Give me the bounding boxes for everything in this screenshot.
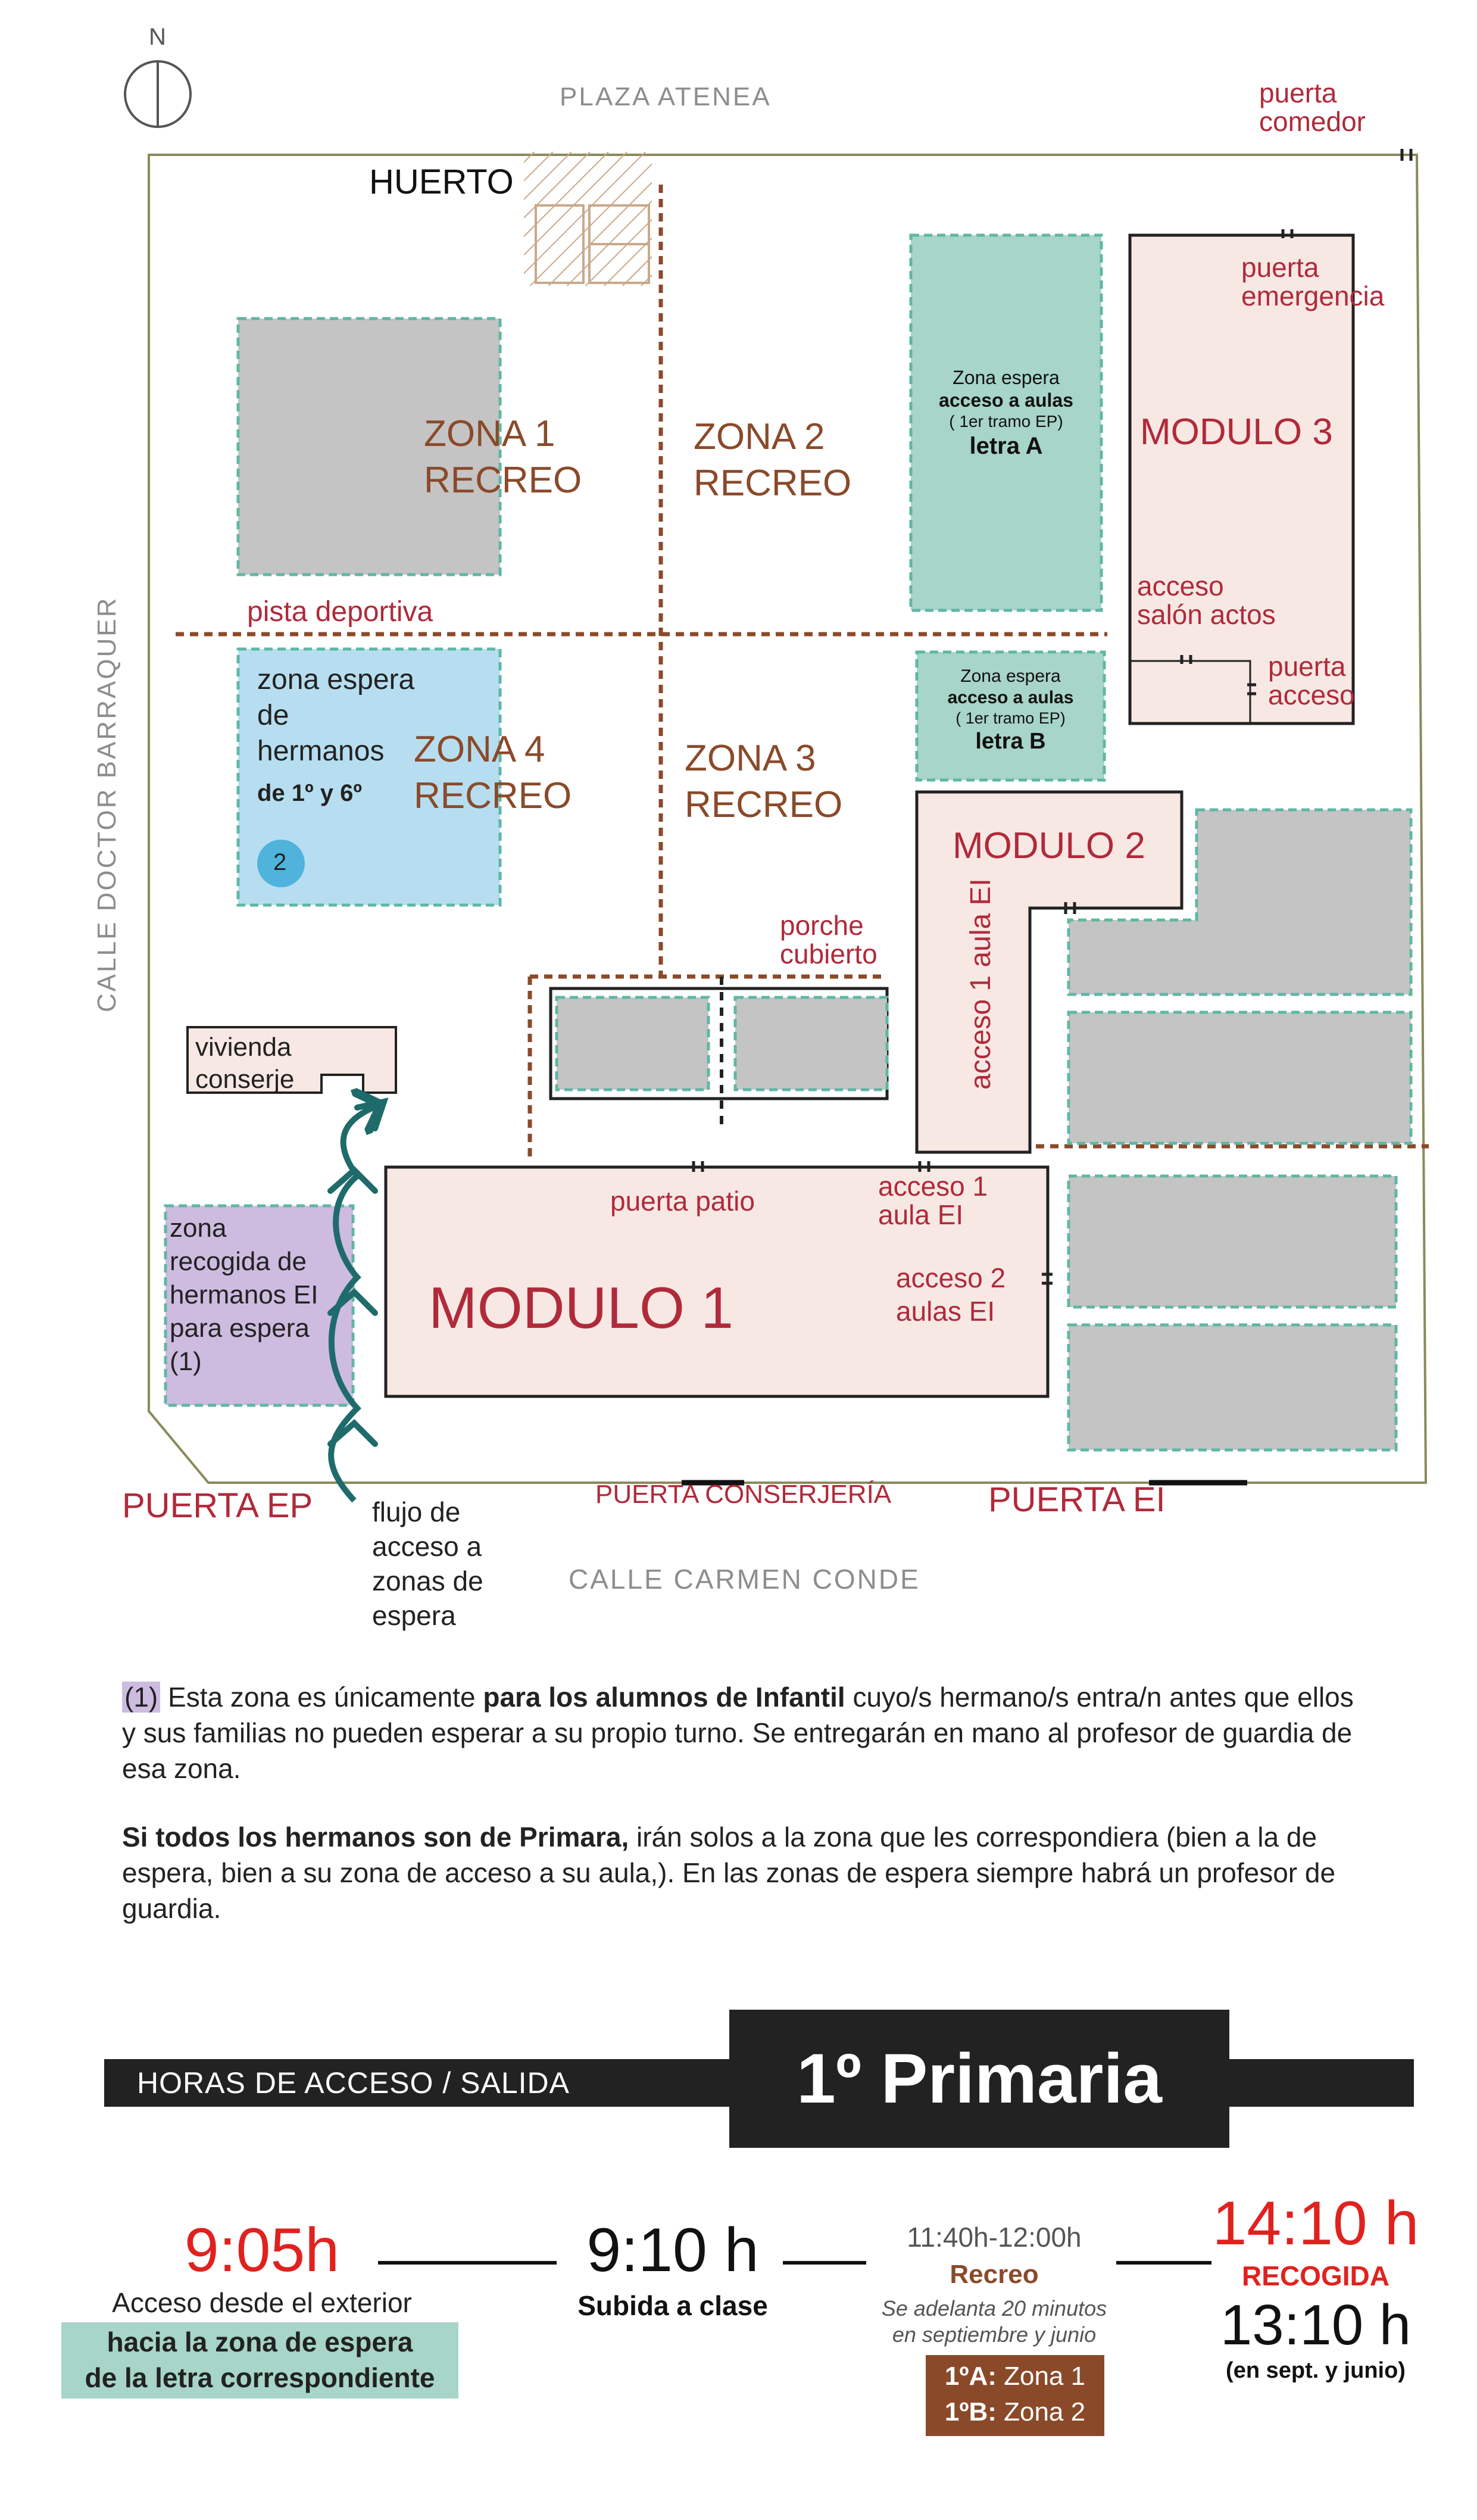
- flujo-label: flujo de acceso a zonas de espera: [372, 1496, 483, 1631]
- recreo-zone-1a: 1ºA: Zona 1: [944, 2362, 1086, 2391]
- espera-hermanos-label: zona espera de hermanos de 1º y 6º: [257, 664, 415, 806]
- grey-block-right-1: [1067, 808, 1413, 996]
- recreo-dividers: [176, 185, 1429, 1161]
- modulo3-building: [1128, 233, 1355, 725]
- espera-a-area: [909, 233, 1103, 612]
- recreo-zone-box: 1ºA: Zona 1 1ºB: Zona 2: [926, 2355, 1104, 2436]
- zona-recogida-label: zona recogida de hermanos EI para espera…: [170, 1214, 318, 1376]
- badge-number: 2: [273, 849, 287, 875]
- timeline-line-1: [378, 2261, 557, 2265]
- grey-block-right-2: [1067, 1011, 1413, 1145]
- puerta-ei-label: PUERTA EI: [988, 1480, 1166, 1519]
- note1-text-b: cuyo/s hermano/s entra/n antes que ellos…: [122, 1682, 1354, 1784]
- time-class-desc: Subida a clase: [577, 2290, 768, 2321]
- huerto-area: [524, 152, 652, 286]
- timeline-line-3: [1116, 2261, 1211, 2265]
- time-recogida: 14:10 h: [1212, 2189, 1419, 2258]
- espera-b-area: [915, 650, 1106, 782]
- huerto-label: HUERTO: [369, 163, 514, 201]
- puerta-ep-label: PUERTA EP: [122, 1486, 313, 1525]
- compass-icon: [124, 60, 192, 128]
- site-boundary: [148, 154, 1428, 1484]
- modulo3-label: MODULO 3: [1140, 411, 1333, 453]
- zona-recogida-area: [164, 1204, 355, 1407]
- banner-title: 1º Primaria: [729, 2010, 1229, 2148]
- modulo2-label: MODULO 2: [953, 825, 1145, 866]
- espera-b-label: Zona espera acceso a aulas ( 1er tramo E…: [947, 666, 1074, 754]
- access-highlight-box: hacia la zona de espera de la letra corr…: [61, 2322, 458, 2399]
- note-paragraph-1: (1) Esta zona es únicamente para los alu…: [122, 1679, 1360, 1786]
- note2-text: irán solos a la zona que les correspondi…: [122, 1822, 1336, 1924]
- time-access: 9:05h: [184, 2216, 340, 2285]
- pista-label: pista deportiva: [247, 596, 433, 628]
- note2-bold: Si todos los hermanos son de Primara,: [122, 1822, 629, 1852]
- time-recreo-note: Se adelanta 20 minutos en septiembre y j…: [881, 2296, 1107, 2347]
- zona1-block: [236, 317, 502, 576]
- note1-text-a: Esta zona es únicamente: [160, 1682, 483, 1713]
- puerta-patio-label: puerta patio: [610, 1186, 755, 1217]
- espera-a-label: Zona espera acceso a aulas ( 1er tramo E…: [939, 367, 1073, 459]
- street-north: PLAZA ATENEA: [560, 82, 772, 111]
- recreo-zone-1b: 1ºB: Zona 2: [944, 2397, 1086, 2427]
- grey-block-right-4: [1067, 1323, 1398, 1452]
- note-paragraph-2: Si todos los hermanos son de Primara, ir…: [122, 1819, 1360, 1926]
- vivienda-building: [186, 1026, 397, 1094]
- time-recreo: 11:40h-12:00h: [907, 2222, 1082, 2253]
- note1-bold: para los alumnos de Infantil: [483, 1682, 845, 1713]
- street-west: CALLE DOCTOR BARRAQUER: [92, 596, 121, 1012]
- note-marker: (1): [122, 1682, 161, 1713]
- time-recogida-alt: 13:10 h: [1220, 2293, 1412, 2357]
- modulo2-building: [915, 790, 1184, 1154]
- time-class: 9:10 h: [586, 2216, 759, 2285]
- street-south: CALLE CARMEN CONDE: [569, 1564, 920, 1595]
- banner-label: HORAS DE ACCESO / SALIDA: [137, 2066, 570, 2100]
- acceso1-vertical-label: acceso 1 aula EI: [965, 878, 997, 1090]
- grey-block-right-3: [1067, 1174, 1398, 1309]
- puerta-conserjeria-label: PUERTA CONSERJERÍA: [595, 1480, 892, 1509]
- modulo1-building: [384, 1165, 1050, 1398]
- badge-circle: [257, 840, 305, 887]
- timeline-line-2: [783, 2261, 866, 2265]
- time-recogida-desc: RECOGIDA: [1242, 2260, 1389, 2291]
- time-recogida-alt-note: (en sept. y junio): [1226, 2358, 1406, 2383]
- time-access-desc: Acceso desde el exterior: [112, 2287, 412, 2318]
- compass-label: N: [149, 24, 166, 50]
- school-map: [124, 60, 1429, 1503]
- time-recreo-desc: Recreo: [950, 2260, 1039, 2289]
- modulo1-label: MODULO 1: [429, 1275, 733, 1340]
